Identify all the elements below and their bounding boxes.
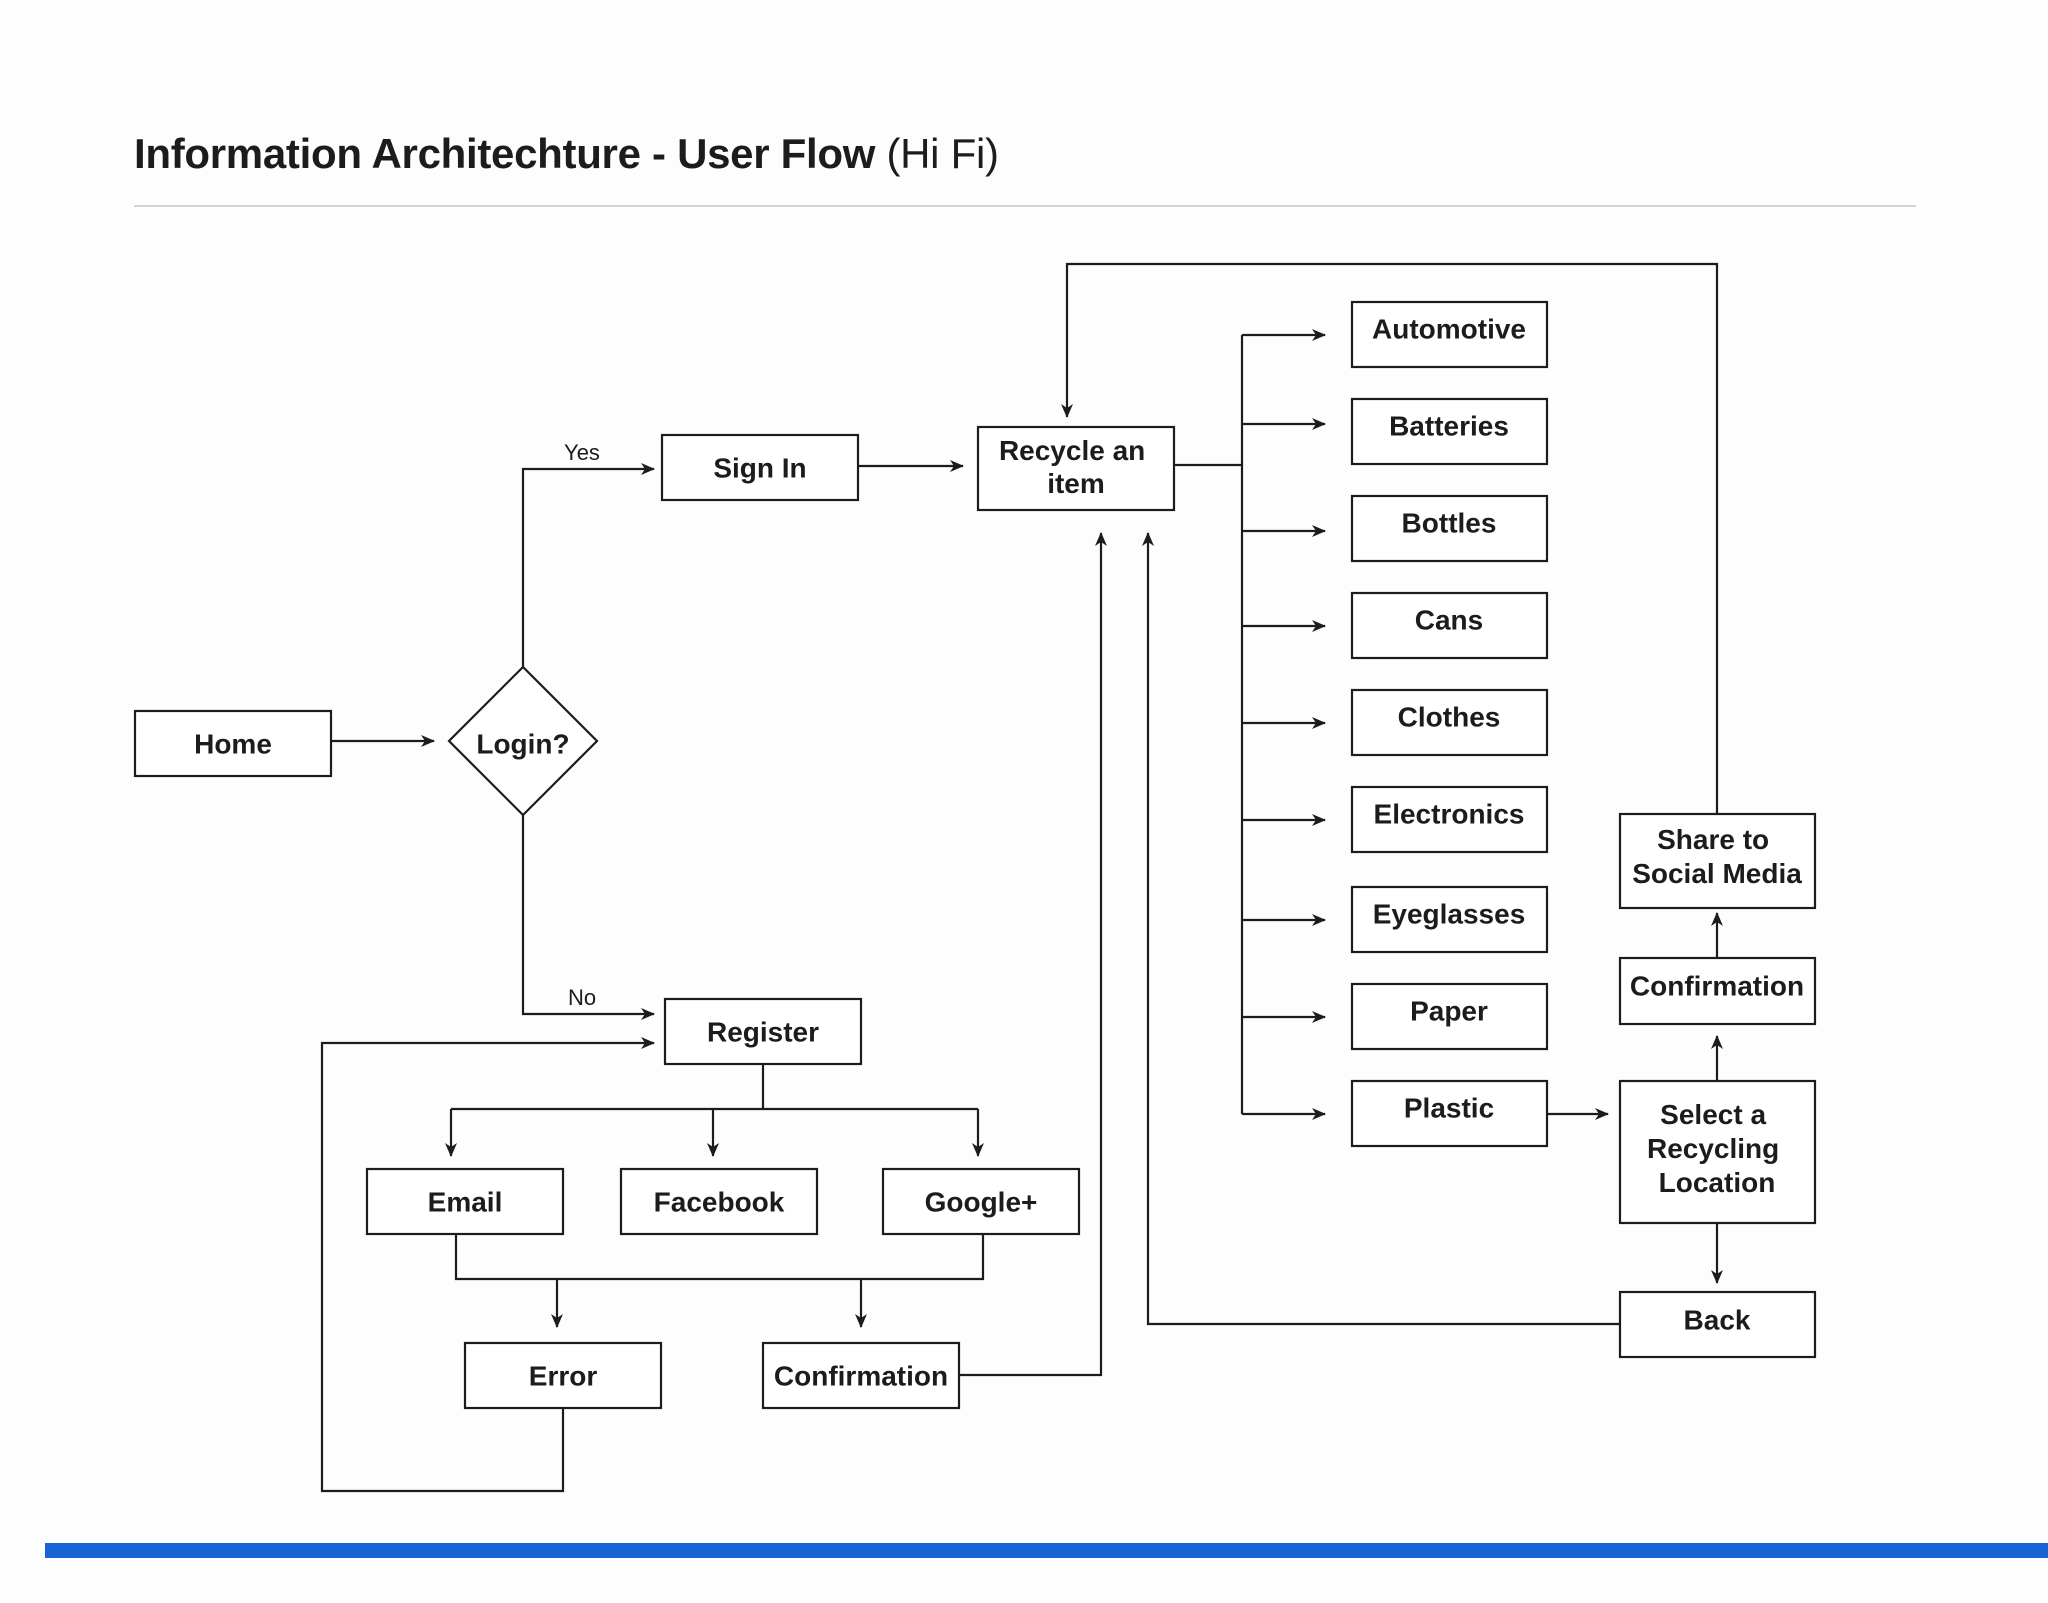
node-select-location-line2: Recycling [1647, 1133, 1779, 1164]
node-eyeglasses: Eyeglasses [1350, 885, 1549, 954]
node-electronics-label: Electronics [1374, 798, 1525, 829]
node-select-location: Select a Recycling Location [1618, 1079, 1817, 1225]
node-plastic: Plastic [1350, 1079, 1549, 1148]
node-paper-label: Paper [1410, 995, 1488, 1026]
node-sign-in: Sign In [660, 433, 860, 502]
node-sign-in-label: Sign In [713, 452, 806, 483]
node-recycle-item: Recycle an item [976, 425, 1176, 512]
node-batteries-label: Batteries [1389, 410, 1509, 441]
edge-back-recycle [1142, 532, 1620, 1326]
edge-login-signin [521, 463, 655, 667]
node-register-label: Register [707, 1016, 819, 1047]
node-back: Back [1618, 1290, 1817, 1359]
node-eyeglasses-label: Eyeglasses [1373, 898, 1526, 929]
node-bottles: Bottles [1350, 494, 1549, 563]
node-bottles-label: Bottles [1402, 507, 1497, 538]
node-email-label: Email [428, 1186, 503, 1217]
node-cans-label: Cans [1415, 604, 1483, 635]
node-share-social-line1: Share to [1657, 824, 1769, 855]
node-recycle-item-line2: item [1047, 468, 1105, 499]
node-facebook: Facebook [619, 1167, 819, 1236]
node-select-location-line1: Select a [1660, 1099, 1766, 1130]
node-error: Error [463, 1341, 663, 1410]
node-location-confirmation-label: Confirmation [1630, 970, 1804, 1001]
node-login-decision: Login? [447, 665, 599, 817]
node-recycle-item-line1: Recycle an [999, 435, 1145, 466]
node-share-social-label: Share to Social Media [1632, 824, 1802, 889]
node-batteries: Batteries [1350, 397, 1549, 466]
connectors [320, 262, 1723, 1493]
node-back-label: Back [1684, 1304, 1751, 1335]
edge-login-register [521, 815, 655, 1020]
node-home: Home [133, 709, 333, 778]
node-google: Google+ [881, 1167, 1081, 1236]
node-facebook-label: Facebook [654, 1186, 785, 1217]
node-automotive: Automotive [1350, 300, 1549, 369]
node-share-social: Share to Social Media [1618, 812, 1817, 910]
node-home-label: Home [194, 728, 272, 759]
node-register-confirmation: Confirmation [761, 1341, 961, 1410]
node-select-location-line3: Location [1659, 1167, 1776, 1198]
page-title: Information Architechture - User Flow (H… [134, 130, 999, 178]
node-electronics: Electronics [1350, 785, 1549, 854]
node-error-label: Error [529, 1360, 598, 1391]
node-clothes: Clothes [1350, 688, 1549, 757]
edge-error-register [320, 1037, 655, 1493]
node-clothes-label: Clothes [1398, 701, 1501, 732]
edge-share-recycle [1061, 262, 1719, 814]
node-plastic-label: Plastic [1404, 1092, 1494, 1123]
title-divider [134, 205, 1916, 207]
node-automotive-label: Automotive [1372, 313, 1526, 344]
node-email: Email [365, 1167, 565, 1236]
node-share-social-line2: Social Media [1632, 858, 1802, 889]
edge-confirmation-recycle [959, 532, 1107, 1377]
edge-label-yes: Yes [564, 440, 600, 465]
accent-bar [45, 1543, 2048, 1558]
node-recycle-item-label: Recycle an item [999, 435, 1153, 499]
node-register: Register [663, 997, 863, 1066]
page-title-qualifier: (Hi Fi) [886, 130, 999, 177]
node-register-confirmation-label: Confirmation [774, 1360, 948, 1391]
node-google-label: Google+ [925, 1186, 1038, 1217]
node-paper: Paper [1350, 982, 1549, 1051]
node-select-location-label: Select a Recycling Location [1647, 1099, 1787, 1198]
node-cans: Cans [1350, 591, 1549, 660]
node-login-label: Login? [476, 728, 569, 759]
edge-auth-merge [454, 1234, 985, 1281]
page-title-main: Information Architechture - User Flow [134, 130, 876, 177]
node-location-confirmation: Confirmation [1618, 956, 1817, 1026]
edge-label-no: No [568, 985, 596, 1010]
